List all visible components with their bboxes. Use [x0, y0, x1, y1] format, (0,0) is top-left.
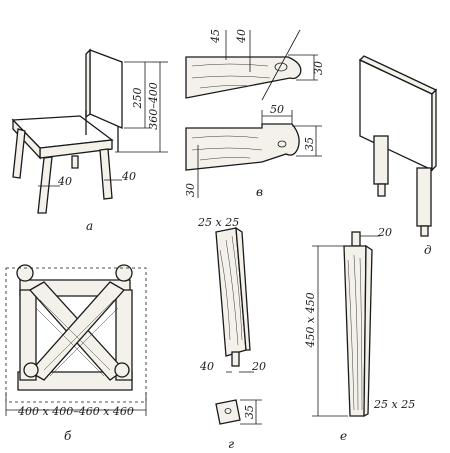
- back-panel: [359, 58, 433, 172]
- frame-leg-4: [114, 362, 130, 378]
- frame-leg-1: [16, 264, 34, 282]
- panel-g-label: г: [228, 437, 234, 451]
- back-leg-left: [373, 135, 389, 185]
- frame-leg-2: [115, 264, 133, 282]
- dim-bot-50: 50: [270, 103, 284, 116]
- frame-brace-b: [28, 281, 126, 381]
- dim-g-section: 25 x 25: [197, 216, 239, 229]
- dim-e-section: 25 x 25: [373, 398, 415, 411]
- frame-leg-3: [23, 362, 39, 378]
- dim-g-40: 40: [199, 360, 214, 373]
- panel-b-frame: 400 x 400–460 x 460 б: [5, 264, 147, 443]
- back-tenon-left: [377, 183, 386, 197]
- short-leg-side: [235, 226, 251, 351]
- panel-d-back: д: [358, 55, 438, 257]
- dim-leg-front: 40: [57, 175, 72, 188]
- bottom-rail-hole: [277, 140, 287, 148]
- chair-backrest-edge: [85, 48, 91, 119]
- dim-back-height: 250: [131, 88, 144, 110]
- panel-e-long-leg: 20 450 x 450 25 x 25 е: [304, 226, 415, 443]
- panel-g-short-leg: 25 x 25 40 20 35 г: [197, 216, 266, 451]
- top-rail: [185, 56, 302, 99]
- top-rail-hole: [274, 62, 288, 72]
- dim-g-35: 35: [243, 405, 256, 419]
- panel-a-chair: 250 360–400 40 40 а: [11, 48, 168, 233]
- dim-top-30: 30: [312, 61, 325, 75]
- dim-e-tenon: 20: [377, 226, 392, 239]
- long-leg-side: [363, 244, 373, 418]
- chair-leg-back-left: [12, 128, 26, 179]
- tenon-block: [215, 399, 241, 425]
- panel-v-label: в: [256, 185, 263, 199]
- chair-leg-front-right: [99, 148, 113, 200]
- chair-backrest: [89, 49, 123, 129]
- dim-frame: 400 x 400–460 x 460: [17, 405, 134, 418]
- back-panel-side: [431, 88, 437, 172]
- long-leg-tenon: [351, 231, 361, 247]
- back-panel-edge: [358, 55, 438, 95]
- panel-e-label: е: [340, 429, 347, 443]
- dim-bot-30: 30: [184, 183, 197, 197]
- dim-g-20: 20: [251, 360, 266, 373]
- panel-v-rail-details: 45 40 30 50 35 30 в: [184, 29, 325, 199]
- dim-top-40: 40: [235, 29, 248, 44]
- panel-b-label: б: [64, 429, 72, 443]
- back-tenon-right: [420, 225, 429, 237]
- dim-seat-height: 360–400: [147, 82, 160, 130]
- chair-leg-front-left: [37, 156, 53, 214]
- frame-rail-right: [115, 289, 133, 381]
- dim-e-length: 450 x 450: [304, 292, 317, 348]
- back-leg-right: [416, 167, 432, 227]
- panel-a-label: а: [86, 219, 93, 233]
- chair-leg-back-right: [71, 155, 79, 169]
- dim-top-45: 45: [209, 29, 222, 44]
- panel-d-label: д: [424, 243, 432, 257]
- tenon-block-hole: [224, 408, 232, 414]
- dim-leg-side: 40: [121, 170, 136, 183]
- dim-bot-35: 35: [303, 137, 316, 151]
- short-leg-tenon: [231, 351, 240, 367]
